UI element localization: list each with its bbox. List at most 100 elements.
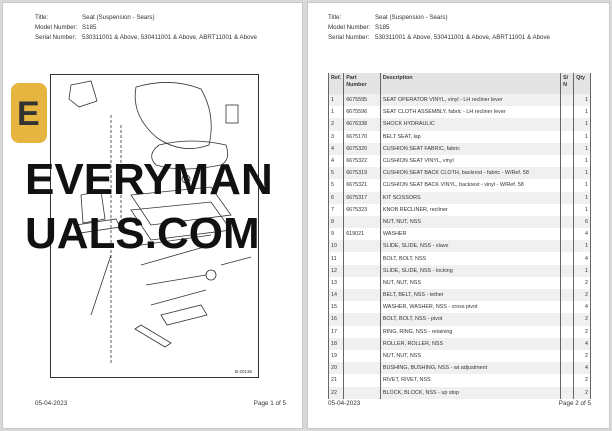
cell-part-number [343,252,381,265]
cell-description: BUSHING, BUSHING, NSS - wt adjustment [379,362,562,375]
cell-part-number [343,264,381,277]
watermark-logo: E [11,83,47,143]
cell-description: BOLT, BOLT, NSS [379,252,562,265]
cell-part-number [343,215,381,229]
cell-ref: 8 [327,215,345,229]
footer-date: 05-04-2023 [328,400,361,407]
cell-qty: 1 [573,106,591,119]
cell-sn [560,215,575,229]
table-header: Ref. Part Number Description S/ N Qty [327,73,591,94]
model-label: Model Number: [35,24,78,31]
cell-qty: 1 [573,167,591,180]
cell-part-number [343,276,381,289]
table-row: 22 BLOCK, BLOCK, NSS - up stop 2 [327,386,591,399]
cell-sn [560,374,575,387]
cell-ref: 7 [327,203,345,216]
cell-qty: 1 [573,130,591,143]
serial-label: Serial Number: [35,34,77,41]
cell-ref: 14 [327,289,345,302]
cell-part-number: 6675595 [343,94,381,107]
cell-qty: 1 [573,118,591,131]
table-row: 14 BELT, BELT, NSS - tether 2 [327,289,591,302]
cell-qty: 4 [573,301,591,314]
cell-description: RIVET, RIVET, NSS [379,374,562,387]
cell-qty: 1 [573,240,591,253]
cell-sn [560,276,575,289]
cell-qty: 4 [573,362,591,375]
cell-ref: 4 [327,142,345,155]
cell-ref: 12 [327,264,345,277]
cell-qty: 2 [573,289,591,302]
cell-qty: 1 [573,203,591,216]
cell-ref: 18 [327,337,345,350]
cell-qty: 1 [573,154,591,168]
cell-description: SLIDE, SLIDE, NSS - slave [379,240,562,253]
cell-description: WASHER [379,228,562,241]
cell-qty: 6 [573,215,591,229]
cell-description: CUSHION SEAT FABRIC, fabric [379,142,562,155]
cell-sn [560,264,575,277]
cell-description: SEAT OPERATOR VINYL, vinyl - LH recliner… [379,94,562,107]
cell-part-number: 619021 [343,228,381,241]
cell-part-number: 6676338 [343,118,381,131]
serial-value: 530311001 & Above, 530411001 & Above, AB… [82,34,257,41]
cell-description: BLOCK, BLOCK, NSS - up stop [379,386,562,399]
serial-label: Serial Number: [328,34,370,41]
footer-date: 05-04-2023 [35,400,68,407]
page-header: Title:Seat (Suspension - Sears) Model Nu… [35,13,257,43]
cell-description: RING, RING, NSS - retaining [379,325,562,338]
cell-description: CUSHION SEAT VINYL, vinyl [379,154,562,168]
cell-qty: 1 [573,94,591,107]
cell-part-number: 6675323 [343,203,381,216]
cell-description: BELT, BELT, NSS - tether [379,289,562,302]
cell-part-number [343,289,381,302]
cell-ref: 2 [327,118,345,131]
footer-page: Page 1 of 5 [253,400,286,407]
cell-sn [560,228,575,241]
cell-sn [560,118,575,131]
cell-description: KIT SCISSORS [379,191,562,204]
cell-qty: 2 [573,276,591,289]
cell-ref: 22 [327,386,345,399]
cell-sn [560,191,575,204]
cell-ref: 21 [327,374,345,387]
cell-ref: 20 [327,362,345,375]
watermark-text: EVERYMANUALS.COM [25,155,273,258]
cell-sn [560,154,575,168]
cell-description: ROLLER, ROLLER, NSS [379,337,562,350]
cell-part-number: 6675319 [343,167,381,180]
page-header: Title:Seat (Suspension - Sears) Model Nu… [328,13,550,43]
page-2: Title:Seat (Suspension - Sears) Model Nu… [307,2,610,429]
cell-part-number: 6675322 [343,154,381,168]
col-qty: Qty [573,73,591,94]
cell-part-number [343,325,381,338]
model-label: Model Number: [328,24,371,31]
cell-part-number [343,301,381,314]
model-value: S185 [82,24,97,31]
cell-qty: 2 [573,386,591,399]
cell-ref: 13 [327,276,345,289]
cell-sn [560,142,575,155]
col-ref: Ref. [327,73,345,94]
title-label: Title: [35,14,49,21]
cell-qty: 4 [573,252,591,265]
watermark-logo-letter: E [17,95,40,133]
cell-qty: 1 [573,191,591,204]
cell-qty: 4 [573,228,591,241]
cell-ref: 1 [327,94,345,107]
